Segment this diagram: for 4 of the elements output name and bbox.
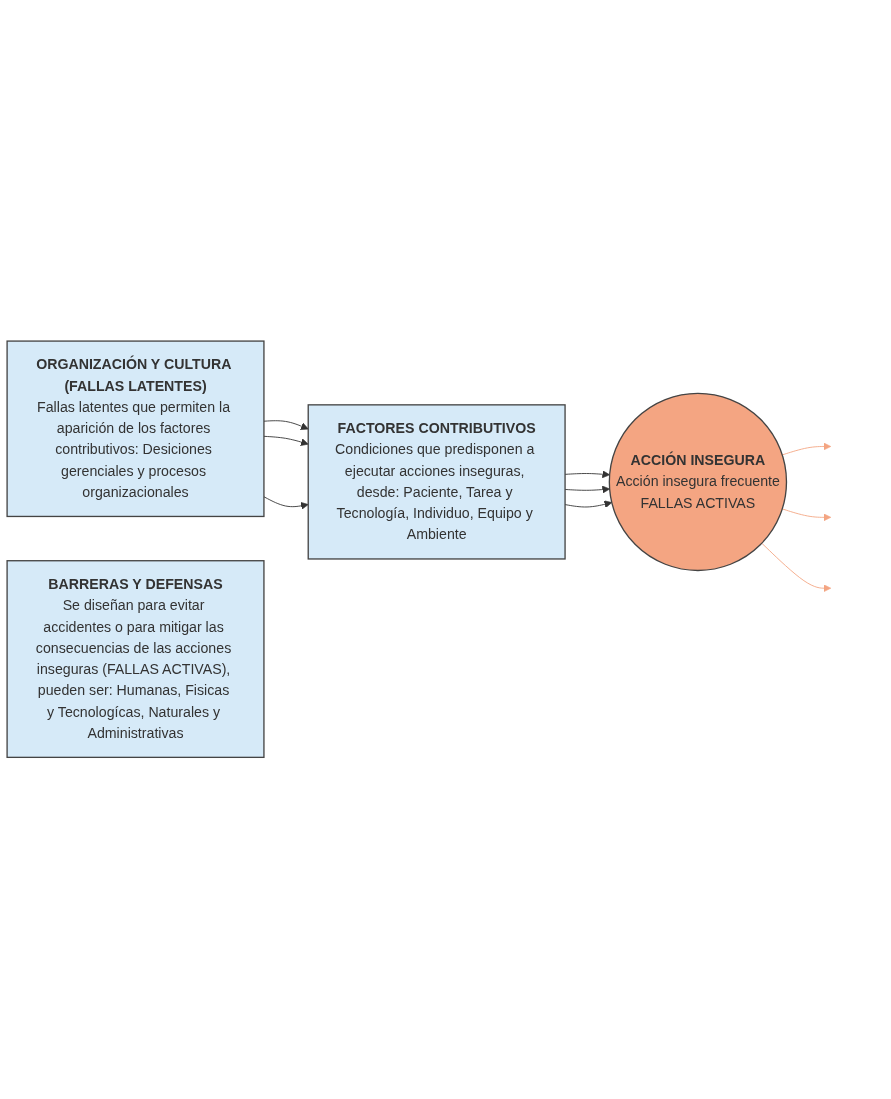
node-box: BARRERAS Y DEFENSAS Se diseñan para evitar accidentes o para mitigar las consecuencias de las acciones inseguras (FALLAS ACTIVAS), pueden ser: Humanas, Fisicas y Tecnologícas, Naturales y Administrativas xyxy=(6,560,265,759)
node-box: FACTORES CONTRIBUTIVOS Condiciones que predisponen a ejecutar acciones inseguras, desde: Paciente, Tarea y Tecnología, Individuo, Equipo y Ambiente xyxy=(307,404,566,560)
node-circle: ACCIÓN INSEGURA Acción insegura frecuente FALLAS ACTIVAS xyxy=(608,392,788,572)
node-box: ORGANIZACIÓN Y CULTURA (FALLAS LATENTES) Fallas latentes que permiten la aparición de los factores contributivos: Desiciones gerenciales y procesos organizacionales xyxy=(6,340,265,518)
